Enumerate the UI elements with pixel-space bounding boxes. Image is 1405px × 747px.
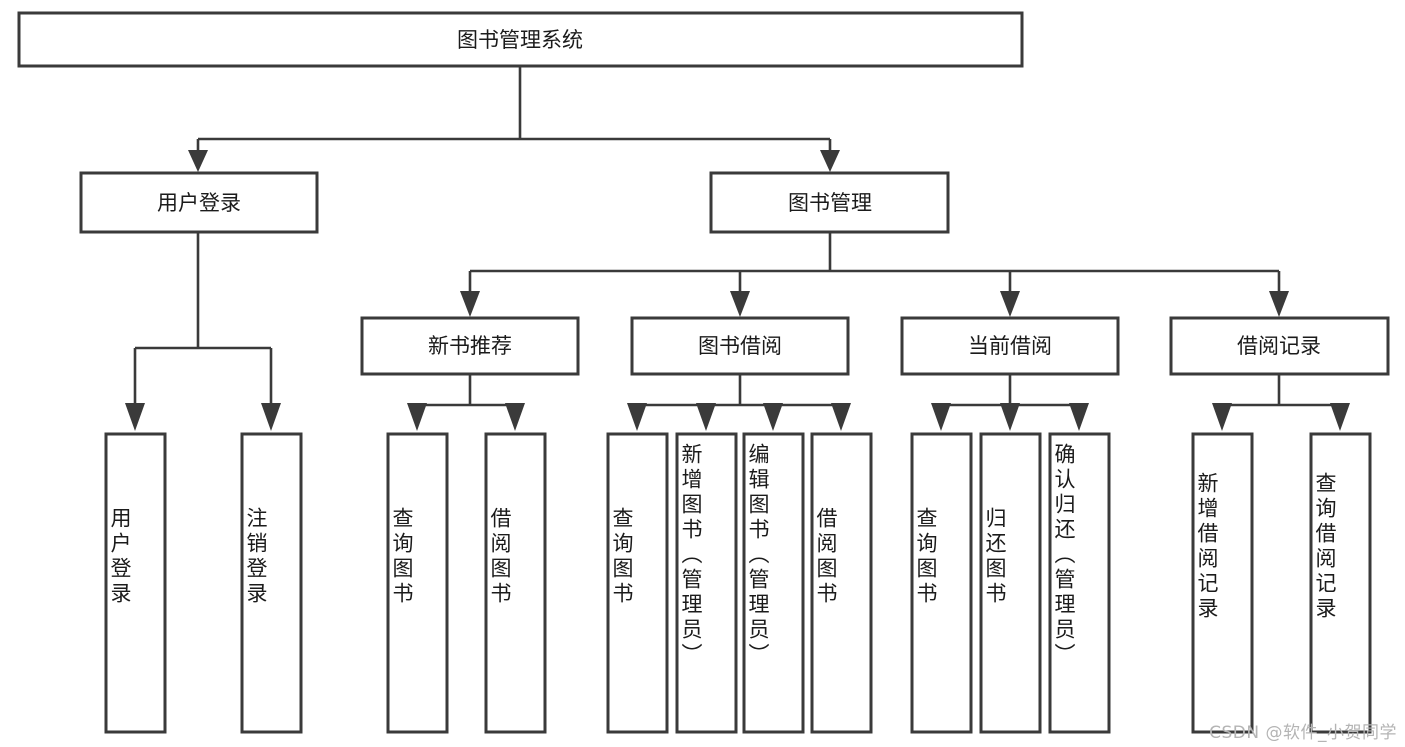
node-leaf-query-book-3[interactable] [910, 432, 973, 734]
node-leaf-logout-login[interactable] [240, 432, 303, 734]
arrowhead-leaf-edit-book [763, 403, 783, 431]
node-leaf-logout-login-box[interactable] [240, 432, 303, 734]
node-borrow-record-box[interactable] [1169, 316, 1390, 376]
node-leaf-query-book-1[interactable] [386, 432, 449, 734]
node-leaf-borrow-book-2[interactable] [810, 432, 873, 734]
arrowhead-leaf-user-login [125, 403, 145, 431]
node-leaf-return-book-box[interactable] [979, 432, 1042, 734]
connector-group-book-manage [460, 232, 1289, 317]
connector-group-borrow-record [1212, 374, 1350, 431]
arrowhead-book-borrow [730, 291, 750, 317]
node-book-manage-box[interactable] [709, 171, 950, 234]
node-leaf-borrow-book-1-box[interactable] [484, 432, 547, 734]
node-leaf-edit-book[interactable] [742, 432, 805, 734]
arrowhead-borrow-record [1269, 291, 1289, 317]
node-leaf-query-book-2[interactable] [606, 432, 669, 734]
connector-group-new-book-recommend [407, 374, 525, 431]
node-leaf-borrow-book-2-box[interactable] [810, 432, 873, 734]
node-leaf-user-login[interactable] [104, 432, 167, 734]
arrowhead-leaf-query-book-1 [407, 403, 427, 431]
node-leaf-edit-book-box[interactable] [742, 432, 805, 734]
arrowhead-leaf-query-record [1330, 403, 1350, 431]
arrowhead-leaf-query-book-3 [931, 403, 951, 431]
node-leaf-add-book-box[interactable] [675, 432, 738, 734]
node-current-borrow-label: 当前借阅 [968, 334, 1052, 358]
arrowhead-leaf-logout-login [261, 403, 281, 431]
arrowhead-leaf-return-book [1000, 403, 1020, 431]
node-user-login[interactable]: 用户登录 [79, 171, 319, 234]
node-book-manage[interactable]: 图书管理 [709, 171, 950, 234]
node-new-book-recommend-box[interactable] [360, 316, 580, 376]
node-root-label: 图书管理系统 [457, 28, 583, 52]
node-borrow-record-label: 借阅记录 [1237, 334, 1321, 358]
connector-group-user-login [125, 232, 281, 431]
csdn-watermark: CSDN @软件_小贺同学 [1209, 723, 1397, 743]
arrowhead-leaf-borrow-book-2 [831, 403, 851, 431]
arrowhead-leaf-query-book-2 [627, 403, 647, 431]
node-leaf-borrow-book-1[interactable] [484, 432, 547, 734]
arrowhead-leaf-borrow-book-1 [505, 403, 525, 431]
node-root-box[interactable] [17, 11, 1024, 68]
node-current-borrow[interactable]: 当前借阅 [900, 316, 1120, 376]
arrowhead-current-borrow [1000, 291, 1020, 317]
arrowhead-new-book-recommend [460, 291, 480, 317]
node-new-book-recommend-label: 新书推荐 [428, 334, 512, 358]
node-leaf-confirm-return[interactable] [1048, 432, 1111, 734]
node-leaf-add-record[interactable] [1191, 432, 1254, 734]
connector-group-book-borrow [627, 374, 851, 431]
node-leaf-add-record-box[interactable] [1191, 432, 1254, 734]
arrowhead-book-manage [820, 150, 840, 172]
node-book-borrow-box[interactable] [630, 316, 850, 376]
node-user-login-label: 用户登录 [157, 191, 241, 215]
node-root[interactable]: 图书管理系统 [17, 11, 1024, 68]
node-book-borrow[interactable]: 图书借阅 [630, 316, 850, 376]
arrowhead-user-login [188, 150, 208, 172]
node-book-borrow-label: 图书借阅 [698, 334, 782, 358]
arrowhead-leaf-add-record [1212, 403, 1232, 431]
node-leaf-add-book[interactable] [675, 432, 738, 734]
node-leaf-return-book[interactable] [979, 432, 1042, 734]
node-leaf-query-book-2-box[interactable] [606, 432, 669, 734]
connector-group-root [188, 66, 840, 172]
connector-group-current-borrow [931, 374, 1089, 431]
node-leaf-query-record-box[interactable] [1309, 432, 1372, 734]
node-leaf-query-book-1-box[interactable] [386, 432, 449, 734]
arrowhead-leaf-add-book [696, 403, 716, 431]
arrowhead-leaf-confirm-return [1069, 403, 1089, 431]
node-leaf-query-book-3-box[interactable] [910, 432, 973, 734]
node-borrow-record[interactable]: 借阅记录 [1169, 316, 1390, 376]
node-leaf-query-record[interactable] [1309, 432, 1372, 734]
node-user-login-box[interactable] [79, 171, 319, 234]
node-leaf-user-login-box[interactable] [104, 432, 167, 734]
node-book-manage-label: 图书管理 [788, 191, 872, 215]
node-current-borrow-box[interactable] [900, 316, 1120, 376]
node-new-book-recommend[interactable]: 新书推荐 [360, 316, 580, 376]
node-leaf-confirm-return-box[interactable] [1048, 432, 1111, 734]
